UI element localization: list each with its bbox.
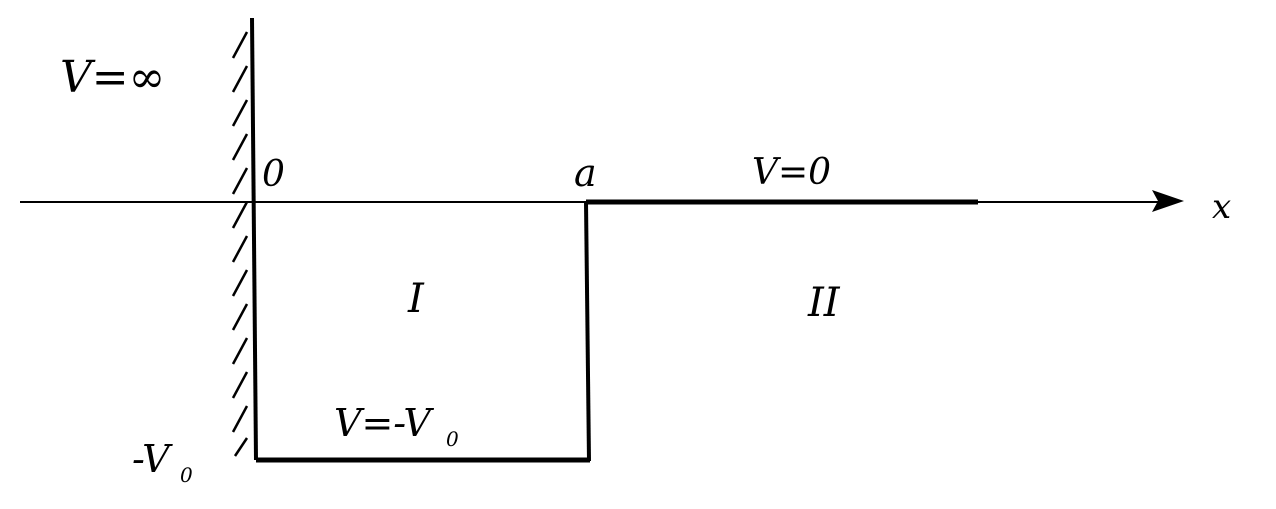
- wall-hatching: [231, 31, 249, 457]
- label-v-zero: V=0: [752, 152, 831, 193]
- well-right-wall: [584, 201, 591, 462]
- label-neg-v0-main: -V: [132, 437, 173, 481]
- label-origin: 0: [262, 154, 285, 195]
- label-v-well: V=-V 0: [334, 401, 459, 451]
- label-neg-v0: -V 0: [132, 437, 193, 487]
- label-v-infinity: V=∞: [60, 52, 165, 103]
- label-point-a: a: [574, 151, 597, 195]
- label-neg-v0-subscript: 0: [180, 463, 193, 487]
- label-region-two: II: [807, 280, 841, 326]
- label-x-axis: x: [1212, 187, 1231, 227]
- label-region-one: I: [407, 276, 425, 322]
- label-v-well-main: V=-V: [334, 401, 434, 445]
- infinite-wall: [250, 17, 258, 461]
- x-axis-arrowhead: [1152, 190, 1184, 212]
- label-v-well-subscript: 0: [446, 427, 459, 451]
